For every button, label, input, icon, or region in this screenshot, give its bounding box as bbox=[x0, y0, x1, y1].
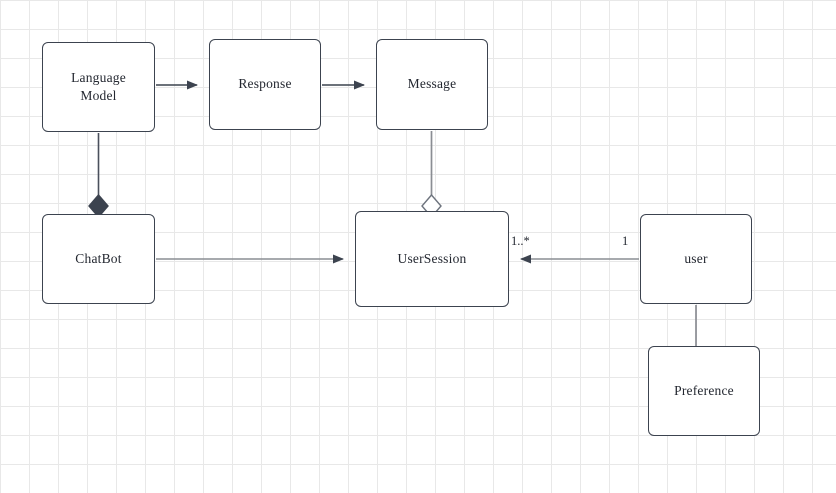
edge-label-multiplicity-one: 1 bbox=[622, 234, 629, 248]
edge-message-to-usersession bbox=[421, 131, 442, 219]
node-message[interactable]: Message bbox=[376, 39, 488, 130]
node-response-label: Response bbox=[238, 76, 292, 92]
node-chatbot-label: ChatBot bbox=[75, 250, 122, 266]
node-preference[interactable]: Preference bbox=[648, 346, 760, 436]
node-language-model[interactable]: Language Model bbox=[42, 42, 155, 132]
node-message-label: Message bbox=[407, 76, 457, 92]
node-user[interactable]: user bbox=[640, 214, 752, 304]
edge-language-model-to-chatbot bbox=[88, 133, 109, 219]
node-user-label: user bbox=[684, 250, 708, 266]
node-preference-label: Preference bbox=[674, 382, 734, 398]
node-response[interactable]: Response bbox=[209, 39, 321, 130]
node-language-model-label: Language Model bbox=[71, 69, 126, 103]
node-usersession-label: UserSession bbox=[397, 250, 467, 266]
node-usersession[interactable]: UserSession bbox=[355, 211, 509, 307]
node-chatbot[interactable]: ChatBot bbox=[42, 214, 155, 304]
edge-label-multiplicity-many: 1..* bbox=[511, 234, 530, 248]
